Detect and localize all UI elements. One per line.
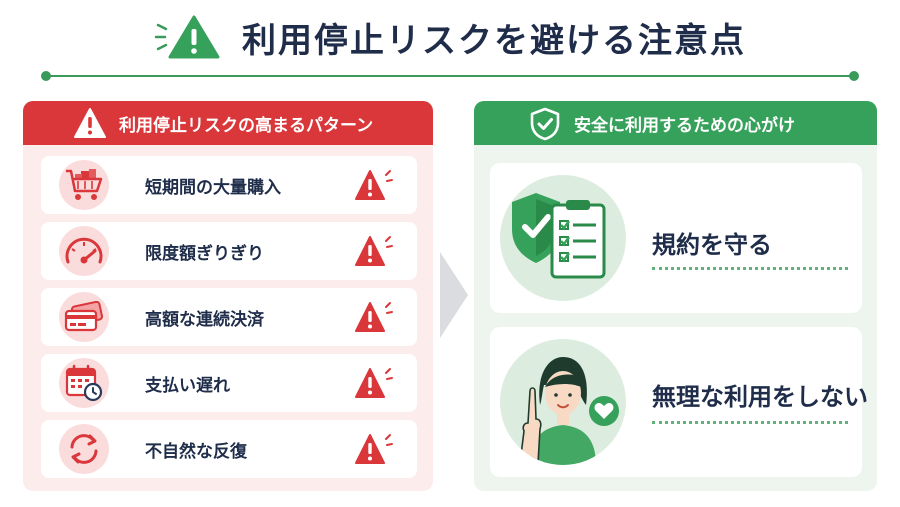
underline-dot-left — [41, 71, 51, 81]
dotted-underline — [652, 267, 848, 270]
warning-icon — [354, 367, 394, 399]
risk-item-label: 支払い遅れ — [145, 376, 230, 396]
safe-panel-header: 安全に利用するための心がけ — [474, 101, 877, 145]
warning-icon — [73, 107, 107, 139]
underline-dot-right — [849, 71, 859, 81]
risk-item-label: 高額な連続決済 — [145, 310, 264, 330]
risk-item: 短期間の大量購入 — [41, 156, 417, 214]
warning-icon — [354, 169, 394, 201]
safe-panel-title: 安全に利用するための心がけ — [574, 115, 795, 136]
person-pointing-icon — [500, 339, 626, 465]
repeat-arrows-icon — [59, 424, 109, 474]
warning-icon — [354, 301, 394, 333]
risk-panel-header: 利用停止リスクの高まるパターン — [23, 101, 433, 145]
warning-icon — [354, 433, 394, 465]
page-title: 利用停止リスクを避ける注意点 — [242, 20, 746, 61]
credit-cards-icon — [59, 292, 109, 342]
arrow-right-icon — [438, 250, 470, 340]
tip-card: 規約を守る — [490, 163, 862, 313]
title-underline — [46, 75, 854, 77]
warning-icon — [354, 235, 394, 267]
risk-patterns-panel: 利用停止リスクの高まるパターン 短期間の大量購入 — [23, 101, 433, 491]
calendar-clock-icon — [59, 358, 109, 408]
risk-item-label: 限度額ぎりぎり — [145, 244, 264, 264]
warning-icon — [154, 15, 224, 59]
gauge-icon — [59, 226, 109, 276]
title-row: 利用停止リスクを避ける注意点 — [0, 12, 900, 62]
tip-card-label: 無理な利用をしない — [652, 383, 868, 411]
shield-check-icon — [528, 107, 562, 141]
header: 利用停止リスクを避ける注意点 — [0, 0, 900, 82]
risk-panel-title: 利用停止リスクの高まるパターン — [119, 115, 374, 136]
risk-item-label: 不自然な反復 — [145, 442, 247, 462]
dotted-underline — [652, 421, 848, 424]
risk-item: 支払い遅れ — [41, 354, 417, 412]
tip-card-label: 規約を守る — [652, 231, 772, 259]
risk-item: 限度額ぎりぎり — [41, 222, 417, 280]
shopping-cart-icon — [59, 160, 109, 210]
risk-item: 不自然な反復 — [41, 420, 417, 478]
risk-item: 高額な連続決済 — [41, 288, 417, 346]
shield-checklist-icon — [500, 175, 626, 301]
safe-use-panel: 安全に利用するための心がけ 規約を守る — [474, 101, 877, 491]
tip-card: 無理な利用をしない — [490, 327, 868, 477]
risk-item-label: 短期間の大量購入 — [145, 178, 281, 198]
